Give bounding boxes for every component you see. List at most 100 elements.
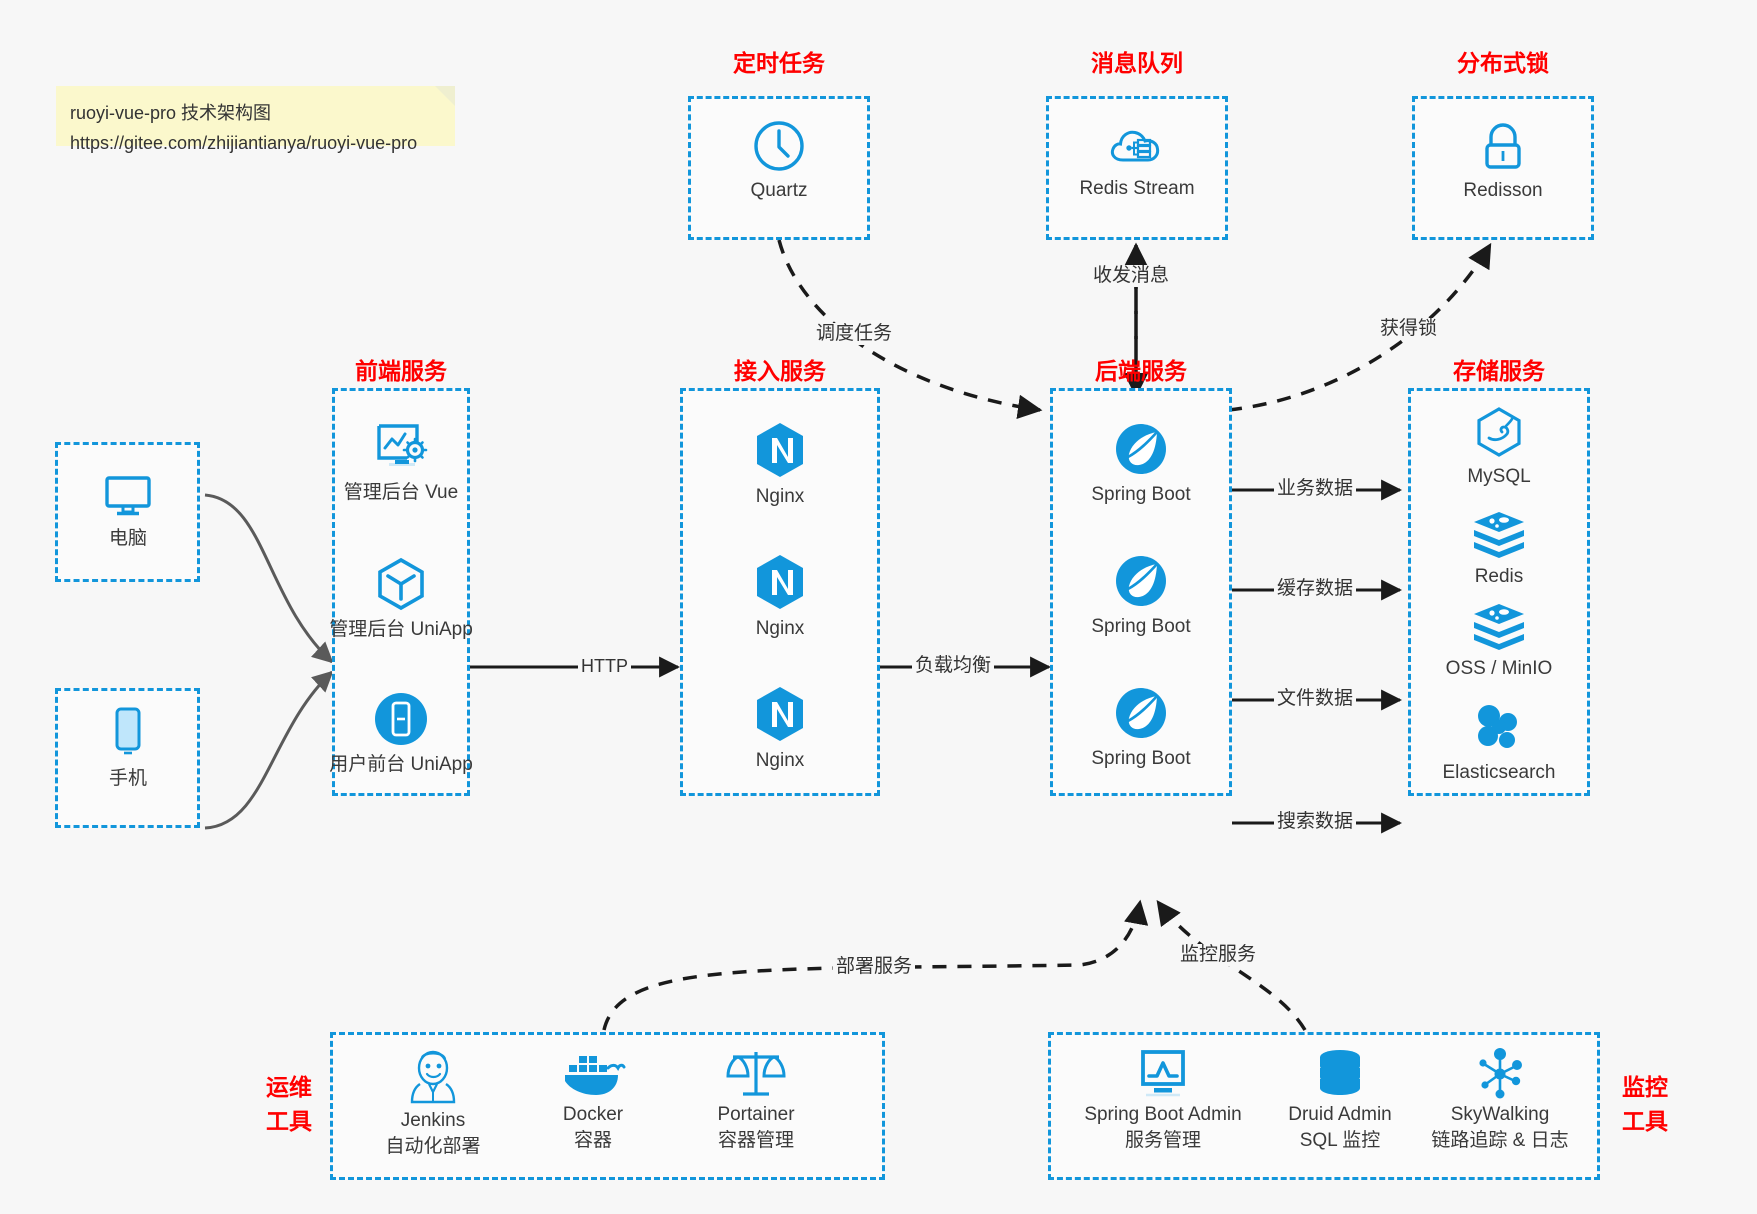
node-name: Portainer <box>717 1104 795 1125</box>
node-label: 用户前台 UniApp <box>329 754 473 775</box>
edge-label-http: HTTP <box>578 655 631 677</box>
spring-boot-icon <box>1116 556 1166 606</box>
node-admin-vue[interactable]: 管理后台 Vue <box>316 420 486 505</box>
elasticsearch-icon <box>1478 705 1517 748</box>
node-redis[interactable]: Redis <box>1418 508 1580 589</box>
lock-icon <box>1485 123 1521 169</box>
node-label: Nginx <box>755 486 805 507</box>
redis-icon <box>1474 512 1524 558</box>
jenkins-icon <box>410 1050 456 1104</box>
node-label: Spring Boot <box>1091 616 1191 637</box>
node-spring-boot-3[interactable]: Spring Boot <box>1060 684 1222 771</box>
node-oss-minio[interactable]: OSS / MinIO <box>1418 600 1580 681</box>
group-label-scheduled-task: 定时任务 <box>733 50 825 76</box>
clock-icon <box>754 121 804 171</box>
docker-icon <box>565 1056 626 1095</box>
group-label-storage-service: 存储服务 <box>1453 358 1545 384</box>
diagram-note: ruoyi-vue-pro 技术架构图 https://gitee.com/zh… <box>56 86 455 153</box>
node-nginx-1[interactable]: Nginx <box>700 420 860 509</box>
node-label: 管理后台 Vue <box>343 482 459 503</box>
node-desc: 链路追踪 & 日志 <box>1431 1130 1569 1151</box>
node-name: Docker <box>562 1104 624 1125</box>
node-label: Elasticsearch <box>1442 762 1556 783</box>
group-label-message-queue: 消息队列 <box>1091 50 1183 76</box>
edge-label-send-receive-message: 收发消息 <box>1090 265 1173 287</box>
group-label-distributed-lock: 分布式锁 <box>1457 50 1549 76</box>
edge-label-deploy-service: 部署服务 <box>833 956 916 978</box>
monitor-label-line2: 工具 <box>1622 1108 1668 1134</box>
spring-boot-icon <box>1116 688 1166 738</box>
node-redisson[interactable]: Redisson <box>1424 118 1582 203</box>
node-label: Spring Boot <box>1091 748 1191 769</box>
ops-label-line1: 运维 <box>266 1074 312 1100</box>
node-portainer[interactable]: Portainer 容器管理 <box>666 1044 846 1154</box>
node-mysql[interactable]: MySQL <box>1418 406 1580 489</box>
node-skywalking[interactable]: SkyWalking 链路追踪 & 日志 <box>1400 1046 1600 1154</box>
node-label: Redis <box>1474 566 1524 587</box>
node-redis-stream[interactable]: Redis Stream <box>1058 120 1216 201</box>
mysql-icon <box>1477 407 1521 457</box>
node-label: 管理后台 UniApp <box>329 619 473 640</box>
node-label: 电脑 <box>108 528 147 549</box>
nginx-icon <box>757 423 803 477</box>
edge-label-file-data: 文件数据 <box>1274 688 1357 710</box>
node-spring-boot-1[interactable]: Spring Boot <box>1060 420 1222 507</box>
node-spring-boot-2[interactable]: Spring Boot <box>1060 552 1222 639</box>
edge-label-schedule-task: 调度任务 <box>813 323 896 345</box>
cloud-stream-icon <box>1110 130 1160 162</box>
node-quartz[interactable]: Quartz <box>700 118 858 203</box>
node-label: Redisson <box>1463 180 1543 201</box>
cube-icon <box>378 557 424 611</box>
node-desc: 自动化部署 <box>385 1136 481 1157</box>
oss-minio-icon <box>1474 604 1524 650</box>
node-name: SkyWalking <box>1450 1104 1550 1125</box>
node-name: Druid Admin <box>1288 1104 1392 1125</box>
node-nginx-2[interactable]: Nginx <box>700 552 860 641</box>
monitor-label-line1: 监控 <box>1622 1074 1668 1100</box>
group-label-backend-service: 后端服务 <box>1095 358 1187 384</box>
node-user-uniapp[interactable]: 用户前台 UniApp <box>316 690 486 777</box>
node-label: Spring Boot <box>1091 484 1191 505</box>
node-desc: 容器 <box>573 1130 612 1151</box>
group-label-frontend-service: 前端服务 <box>355 358 447 384</box>
node-label: MySQL <box>1467 466 1531 487</box>
node-name: Spring Boot Admin <box>1084 1104 1242 1125</box>
database-icon <box>1320 1050 1360 1095</box>
edge-label-cache-data: 缓存数据 <box>1274 578 1357 600</box>
node-pc[interactable]: 电脑 <box>68 470 188 551</box>
node-docker[interactable]: Docker 容器 <box>508 1048 678 1154</box>
node-label: Quartz <box>750 180 808 201</box>
node-desc: 容器管理 <box>717 1130 794 1151</box>
edge-label-monitor-service: 监控服务 <box>1177 944 1260 966</box>
edge-label-business-data: 业务数据 <box>1274 478 1357 500</box>
dashboard-settings-icon <box>377 424 428 466</box>
node-nginx-3[interactable]: Nginx <box>700 684 860 773</box>
nginx-icon <box>757 687 803 741</box>
node-desc: 服务管理 <box>1124 1130 1201 1151</box>
mobile-app-icon <box>375 693 427 745</box>
group-label-monitor-tools: 监控 工具 <box>1614 1070 1676 1138</box>
node-label: Nginx <box>755 750 805 771</box>
note-url: https://gitee.com/zhijiantianya/ruoyi-vu… <box>70 133 418 153</box>
node-druid-admin[interactable]: Druid Admin SQL 监控 <box>1255 1046 1425 1154</box>
edge-label-acquire-lock: 获得锁 <box>1377 318 1441 340</box>
skywalking-icon <box>1479 1048 1522 1099</box>
node-label: Nginx <box>755 618 805 639</box>
group-label-gateway-service: 接入服务 <box>734 358 826 384</box>
node-admin-uniapp[interactable]: 管理后台 UniApp <box>316 555 486 642</box>
nginx-icon <box>757 555 803 609</box>
note-folded-corner-icon <box>435 86 455 106</box>
node-label: Redis Stream <box>1079 178 1195 199</box>
edge-label-search-data: 搜索数据 <box>1274 811 1357 833</box>
node-jenkins[interactable]: Jenkins 自动化部署 <box>348 1046 518 1160</box>
spring-boot-icon <box>1116 424 1166 474</box>
node-name: Jenkins <box>400 1110 466 1131</box>
node-mobile[interactable]: 手机 <box>68 704 188 791</box>
scales-icon <box>726 1052 786 1096</box>
smartphone-icon <box>115 707 141 755</box>
ops-label-line2: 工具 <box>266 1108 312 1134</box>
node-elasticsearch[interactable]: Elasticsearch <box>1418 700 1580 785</box>
desktop-monitor-icon <box>105 476 151 516</box>
node-spring-boot-admin[interactable]: Spring Boot Admin 服务管理 <box>1058 1046 1268 1154</box>
